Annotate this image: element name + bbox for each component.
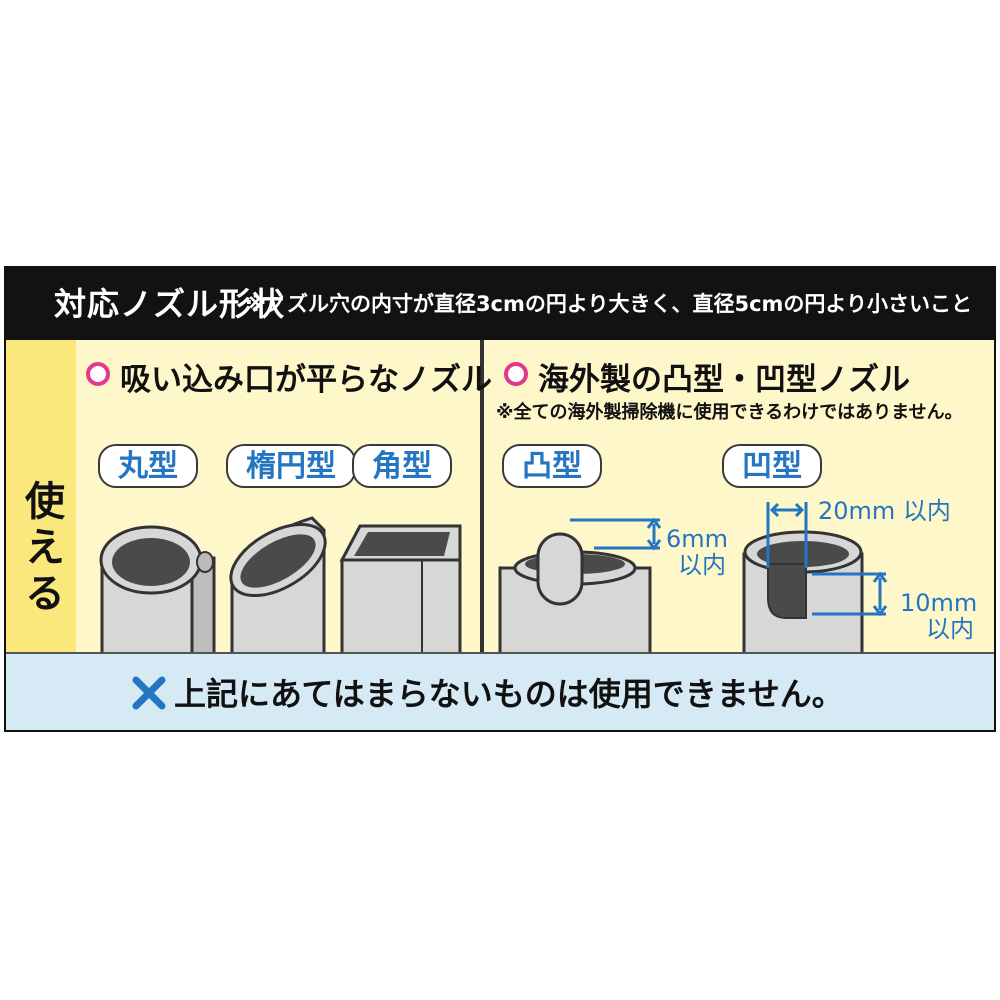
convex-dim-line1: 6mm: [666, 525, 729, 553]
side-band: 使える: [6, 340, 76, 652]
concave-nozzle-illustration: [742, 502, 888, 660]
right-section-note: ※全ての海外製掃除機に使用できるわけではありません。: [496, 402, 963, 423]
footer-band: 上記にあてはまらないものは使用できません。: [6, 652, 994, 730]
header-bar: 対応ノズル形状 ※ノズル穴の内寸が直径3cmの円より大きく、直径5cmの円より小…: [6, 268, 994, 340]
side-label: 使える: [6, 480, 76, 618]
nozzle-compatibility-panel: 対応ノズル形状 ※ノズル穴の内寸が直径3cmの円より大きく、直径5cmの円より小…: [4, 266, 996, 732]
type-concave-label: 凹型: [722, 444, 822, 488]
round-nozzle-illustration: [99, 525, 216, 660]
header-title: 対応ノズル形状: [54, 285, 286, 323]
square-nozzle-illustration: [339, 524, 462, 660]
left-section-title: 吸い込み口が平らなノズル: [120, 362, 492, 398]
cross-mark-icon: [132, 676, 166, 710]
circle-mark-icon: [86, 362, 110, 386]
right-section-title: 海外製の凸型・凹型ノズル: [538, 362, 910, 398]
concave-depth-line2: 以内: [926, 615, 974, 643]
type-convex-label: 凸型: [502, 444, 602, 488]
side-label-text: 使える: [18, 480, 64, 618]
circle-mark-icon: [504, 362, 528, 386]
section-divider: [480, 340, 484, 652]
oval-nozzle-illustration: [229, 516, 327, 660]
nozzle-illustrations: [99, 502, 888, 660]
header-note: ※ノズル穴の内寸が直径3cmの円より大きく、直径5cmの円より小さいこと: [245, 292, 972, 316]
concave-width-limit: 20mm 以内: [818, 498, 951, 524]
footer-text: 上記にあてはまらないものは使用できません。: [174, 675, 844, 713]
convex-height-limit: 6mm 以内: [666, 526, 728, 578]
type-square-label: 角型: [352, 444, 452, 488]
concave-depth-line1: 10mm: [900, 589, 978, 617]
concave-depth-limit: 10mm 以内: [900, 590, 977, 642]
concave-width-line1: 20mm 以内: [818, 497, 951, 525]
type-round-label: 丸型: [98, 444, 198, 488]
convex-nozzle-illustration: [498, 517, 662, 660]
type-oval-label: 楕円型: [226, 444, 356, 488]
convex-dim-line2: 以内: [678, 551, 726, 579]
